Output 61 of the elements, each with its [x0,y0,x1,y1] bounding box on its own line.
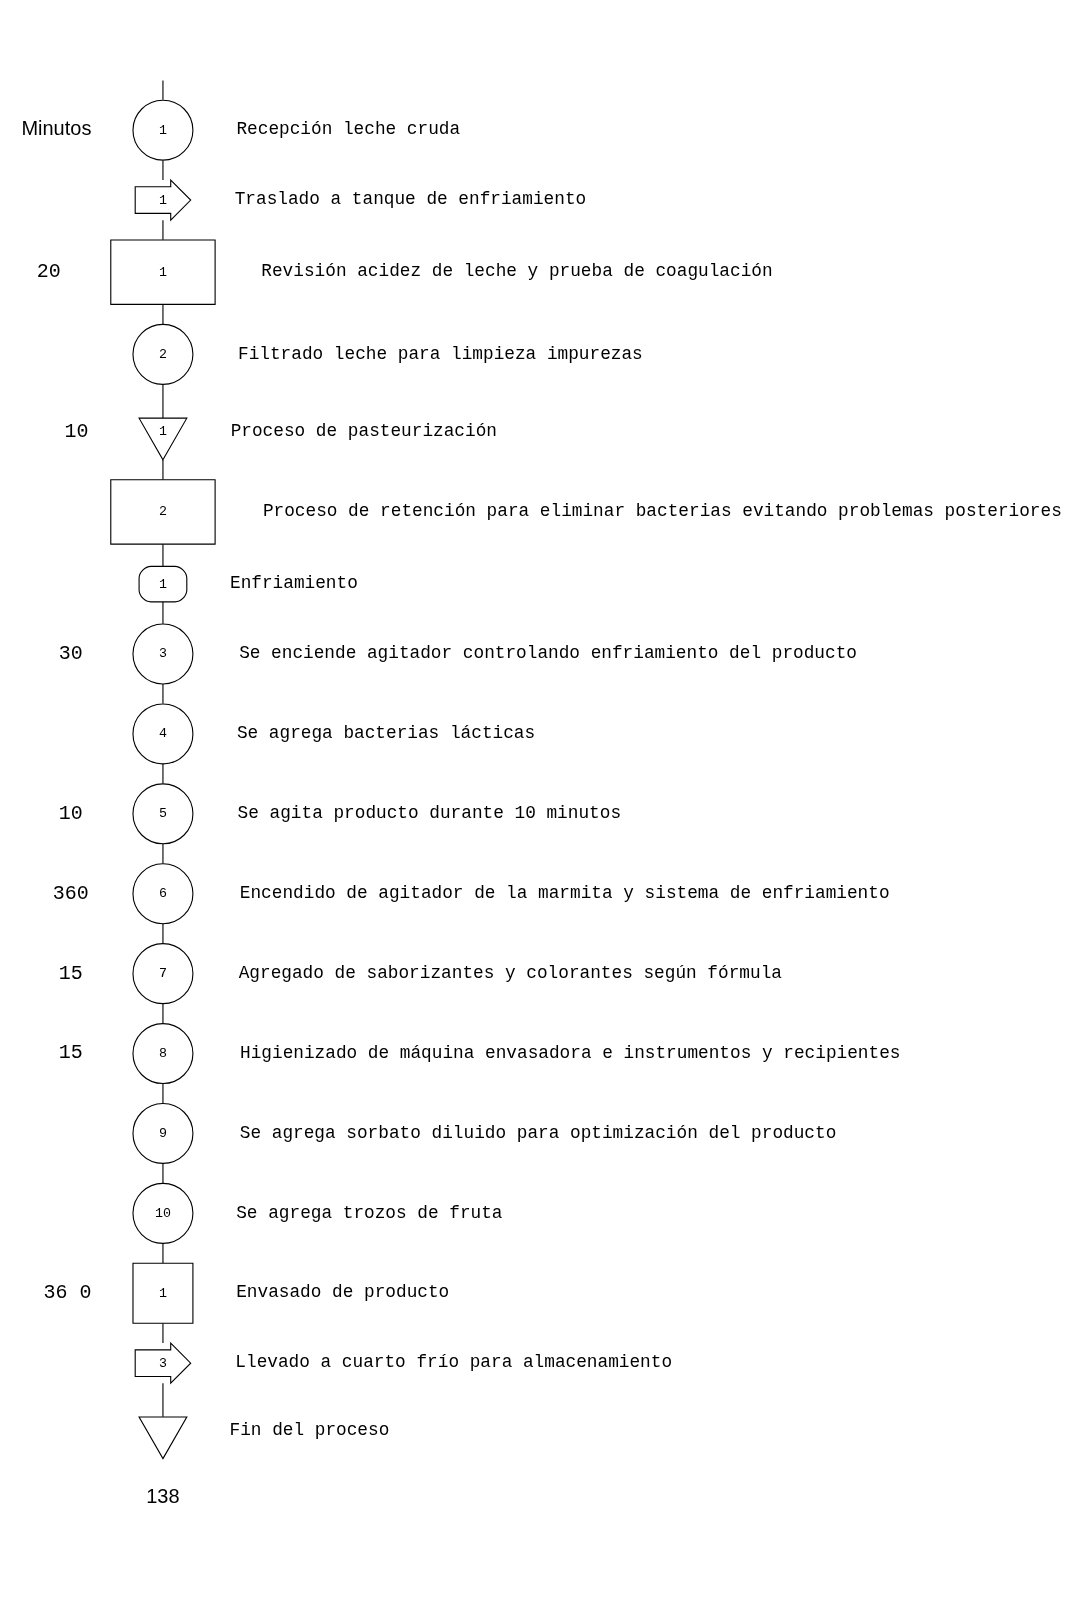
label: 138 [146,1485,180,1508]
connector [162,79,164,101]
connector [162,843,164,864]
connector [162,219,164,241]
node-box: 2 [110,479,216,545]
node-circle: 10 [132,1182,194,1244]
node-circle: 1 [132,99,194,161]
connector [162,683,164,705]
node-label: Higienizado de máquina envasadora e instrumentos y recipientes [240,1042,901,1063]
connector [162,303,164,325]
node-label: Enfriamiento [229,573,358,594]
node-label: Envasado de producto [236,1282,450,1303]
connector [162,923,164,944]
node-label: Revisión acidez de leche y prueba de coagulación [261,261,773,282]
node-label: Se agrega sorbato diluido para optimización del producto [239,1122,837,1143]
node-label: Se enciende agitador controlando enfriamiento del producto [239,643,857,664]
connector [162,1242,164,1264]
node-label: Se agrega trozos de fruta [236,1202,503,1223]
connector [162,159,164,181]
node-label: Se agrega bacterias lácticas [236,723,536,744]
node-circle: 8 [132,1023,194,1085]
node-label: Traslado a tanque de enfriamiento [234,189,587,210]
node-label: 10 [58,801,83,825]
node-circle: 7 [132,943,194,1005]
node-circle: 4 [132,703,194,765]
node-box: 1 [110,239,216,305]
node-label: Recepción leche cruda [236,119,461,140]
connector [162,543,164,567]
node-circle: 5 [132,783,194,845]
node-circle: 3 [132,623,194,685]
node-label: Proceso de retención para eliminar bacterias evitando problemas posteriores [262,501,1062,522]
node-label: 20 [36,260,61,284]
connector [162,1083,164,1104]
node-label: 10 [64,419,89,443]
node-box: 1 [132,1262,194,1324]
node-label: 360 [52,881,89,905]
label: Minutos [21,117,92,140]
node-label: 30 [58,641,83,665]
connector [162,1322,164,1344]
connector [162,1382,164,1418]
node-label: Proceso de pasteurización [230,421,497,442]
connector [162,1162,164,1184]
node-box: 1 [138,565,188,603]
connector [162,601,164,625]
connector [162,459,164,481]
node-label: 36 0 [43,1281,92,1305]
node-label: 15 [58,1041,83,1065]
connector [162,1003,164,1024]
node-label: Fin del proceso [229,1420,390,1441]
node-circle: 6 [132,863,194,925]
node-circle: 9 [132,1102,194,1164]
node-label: Llevado a cuarto frío para almacenamiento [235,1352,673,1373]
node-label: 15 [58,961,83,985]
node-triangle [138,1416,188,1460]
node-label: Se agita producto durante 10 minutos [237,803,622,824]
node-label: Filtrado leche para limpieza impurezas [238,343,643,364]
node-circle: 2 [132,323,194,385]
connector [162,763,164,785]
node-label: Encendido de agitador de la marmita y sistema de enfriamiento [239,882,890,903]
node-label: Agregado de saborizantes y colorantes según fórmula [238,962,782,983]
connector [162,383,164,419]
